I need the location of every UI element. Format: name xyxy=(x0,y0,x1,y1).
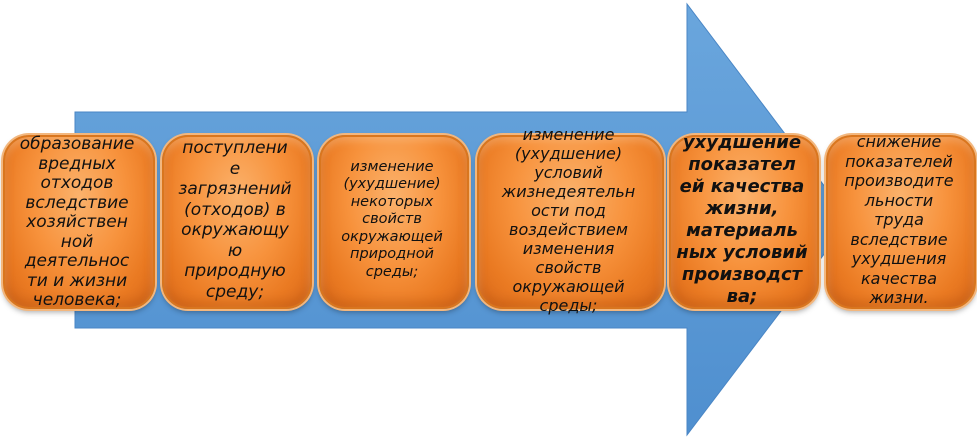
step-label-2: поступлени е загрязнений (отходов) в окр… xyxy=(178,138,292,302)
step-label-3: изменение (ухудшение) некоторых свойств … xyxy=(341,158,443,280)
step-box-2 xyxy=(162,135,312,309)
step-label-5: ухудшение показател ей качества жизни, м… xyxy=(676,132,808,307)
step-box-6 xyxy=(826,135,976,309)
step-box-4 xyxy=(477,135,664,309)
step-box-1 xyxy=(3,135,155,309)
step-label-1: образование вредных отходов вследствие х… xyxy=(19,134,135,311)
step-box-5 xyxy=(669,135,819,309)
step-box-3 xyxy=(319,135,469,309)
step-label-4: изменение (ухудшение) условий жизнедеяте… xyxy=(501,125,636,315)
step-label-6: снижение показателей производите льности… xyxy=(844,132,954,308)
